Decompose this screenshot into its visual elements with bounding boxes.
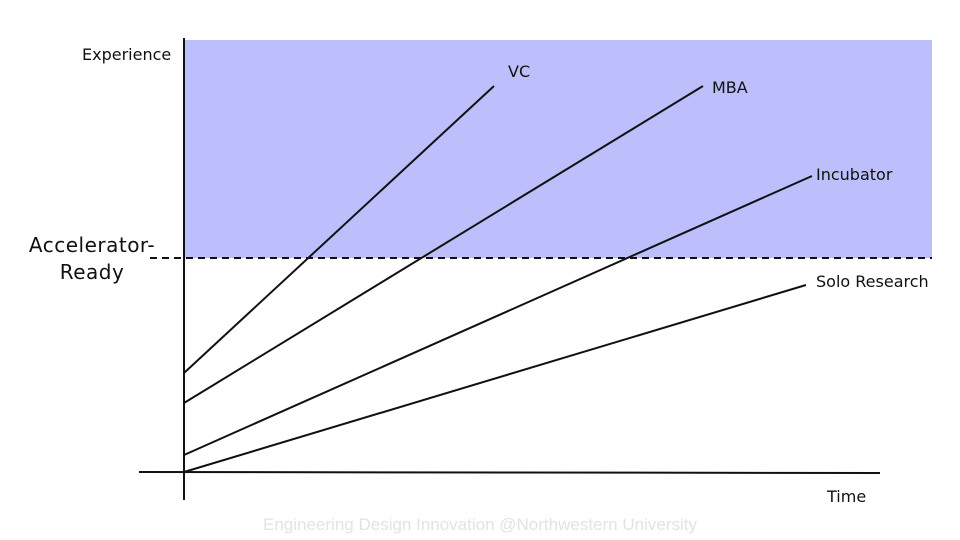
series-line-mba	[183, 85, 704, 404]
threshold-label: Accelerator- Ready	[22, 232, 162, 286]
threshold-label-line1: Accelerator-	[28, 233, 156, 257]
series-label-solo-research: Solo Research	[816, 272, 929, 291]
series-line-vc	[183, 85, 495, 374]
accelerator-ready-region	[185, 40, 932, 258]
series-line-incubator	[183, 175, 813, 456]
footer-credit: Engineering Design Innovation @Northwest…	[263, 515, 697, 534]
series-label-incubator: Incubator	[816, 165, 893, 184]
x-axis-label: Time	[827, 487, 867, 506]
x-axis	[138, 471, 881, 474]
y-axis-label: Experience	[82, 45, 172, 64]
series-label-mba: MBA	[712, 78, 748, 97]
series-line-solo-research	[183, 284, 807, 473]
threshold-label-line2: Ready	[59, 260, 125, 284]
series-label-vc: VC	[508, 62, 531, 81]
